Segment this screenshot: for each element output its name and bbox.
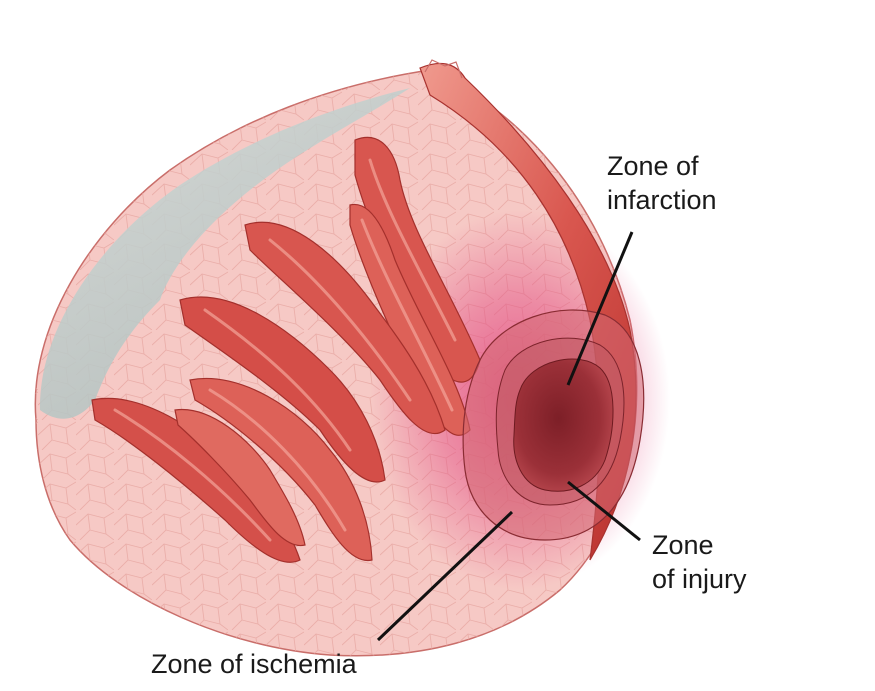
infarction-label-line-2: infarction	[607, 183, 717, 217]
infarction-core	[514, 359, 613, 491]
infarction-label: Zone of infarction	[607, 149, 717, 217]
injury-label: Zone of injury	[652, 528, 747, 596]
injury-label-line-2: of injury	[652, 562, 747, 596]
infarction-label-line-1: Zone of	[607, 149, 717, 183]
ischemia-label: Zone of ischemia	[151, 647, 357, 681]
injury-label-line-1: Zone	[652, 528, 747, 562]
